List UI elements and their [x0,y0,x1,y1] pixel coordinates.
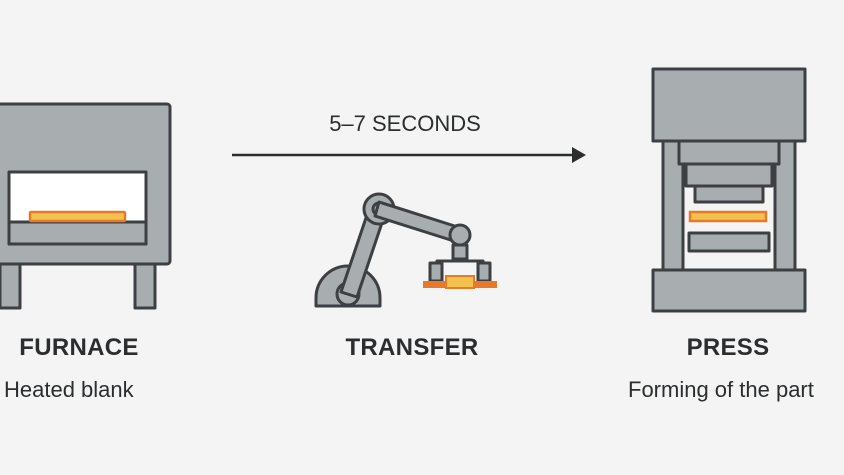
robot-arm-icon [314,192,492,308]
gripped-hot-blank [423,275,497,289]
press-icon [651,67,807,313]
furnace-subtitle: Heated blank [4,377,134,402]
furnace-hot-blank [28,210,127,223]
arrow-duration-label: 5–7 SECONDS [329,111,481,136]
press-title: PRESS [686,334,770,361]
transfer-title: TRANSFER [345,334,479,361]
furnace-icon [0,102,172,310]
transfer-arrow [232,147,586,163]
press-subtitle: Forming of the part [628,377,814,402]
press-hot-blank [688,210,768,223]
furnace-title: FURNACE [19,334,139,361]
